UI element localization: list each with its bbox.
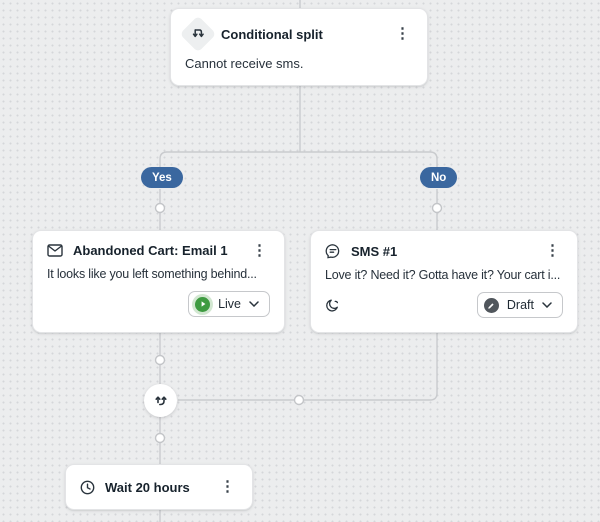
sms-preview-text: Love it? Need it? Gotta have it? Your ca… [325, 268, 561, 282]
node-port-no [431, 202, 443, 214]
node-port-email-out [154, 354, 166, 366]
conditional-split-description: Cannot receive sms. [185, 56, 304, 71]
email-card-menu-icon[interactable]: ⋮ [249, 243, 270, 258]
node-port-yes [154, 202, 166, 214]
live-status-icon [195, 296, 211, 312]
merge-paths-icon [154, 395, 167, 405]
sms-icon [325, 243, 341, 259]
sms-card[interactable]: SMS #1 ⋮ Love it? Need it? Gotta have it… [310, 230, 578, 333]
chevron-down-icon [249, 301, 259, 307]
sms-card-menu-icon[interactable]: ⋮ [542, 243, 563, 258]
draft-status-icon [483, 297, 499, 313]
email-icon [47, 244, 63, 257]
connector-sms-elbow [178, 333, 438, 401]
conditional-split-icon [179, 15, 217, 53]
clock-icon [80, 480, 95, 495]
wait-card-title: Wait 20 hours [105, 479, 190, 495]
email-preview-text: It looks like you left something behind.… [47, 267, 257, 281]
sms-status-select[interactable]: Draft [476, 292, 563, 318]
email-card[interactable]: Abandoned Cart: Email 1 ⋮ It looks like … [32, 230, 285, 333]
wait-card-menu-icon[interactable]: ⋮ [217, 479, 238, 494]
conditional-split-menu-icon[interactable]: ⋮ [392, 26, 413, 41]
conditional-split-card[interactable]: Conditional split ⋮ Cannot receive sms. [170, 8, 428, 86]
wait-card[interactable]: Wait 20 hours ⋮ [65, 464, 253, 510]
conditional-split-title: Conditional split [221, 26, 323, 42]
chevron-down-icon [542, 302, 552, 308]
email-status-select[interactable]: Live [188, 291, 270, 317]
email-card-title: Abandoned Cart: Email 1 [73, 243, 228, 258]
smart-sending-moon-icon [325, 298, 340, 313]
path-merge-node[interactable] [144, 384, 177, 417]
sms-status-label: Draft [506, 298, 534, 312]
node-port-sms-out [293, 394, 305, 406]
node-port-merge-out [154, 432, 166, 444]
email-status-label: Live [218, 297, 241, 311]
sms-card-title: SMS #1 [351, 243, 398, 259]
branch-badge-yes: Yes [141, 167, 183, 188]
branch-badge-no: No [420, 167, 458, 188]
connector-split-elbow [159, 151, 438, 171]
